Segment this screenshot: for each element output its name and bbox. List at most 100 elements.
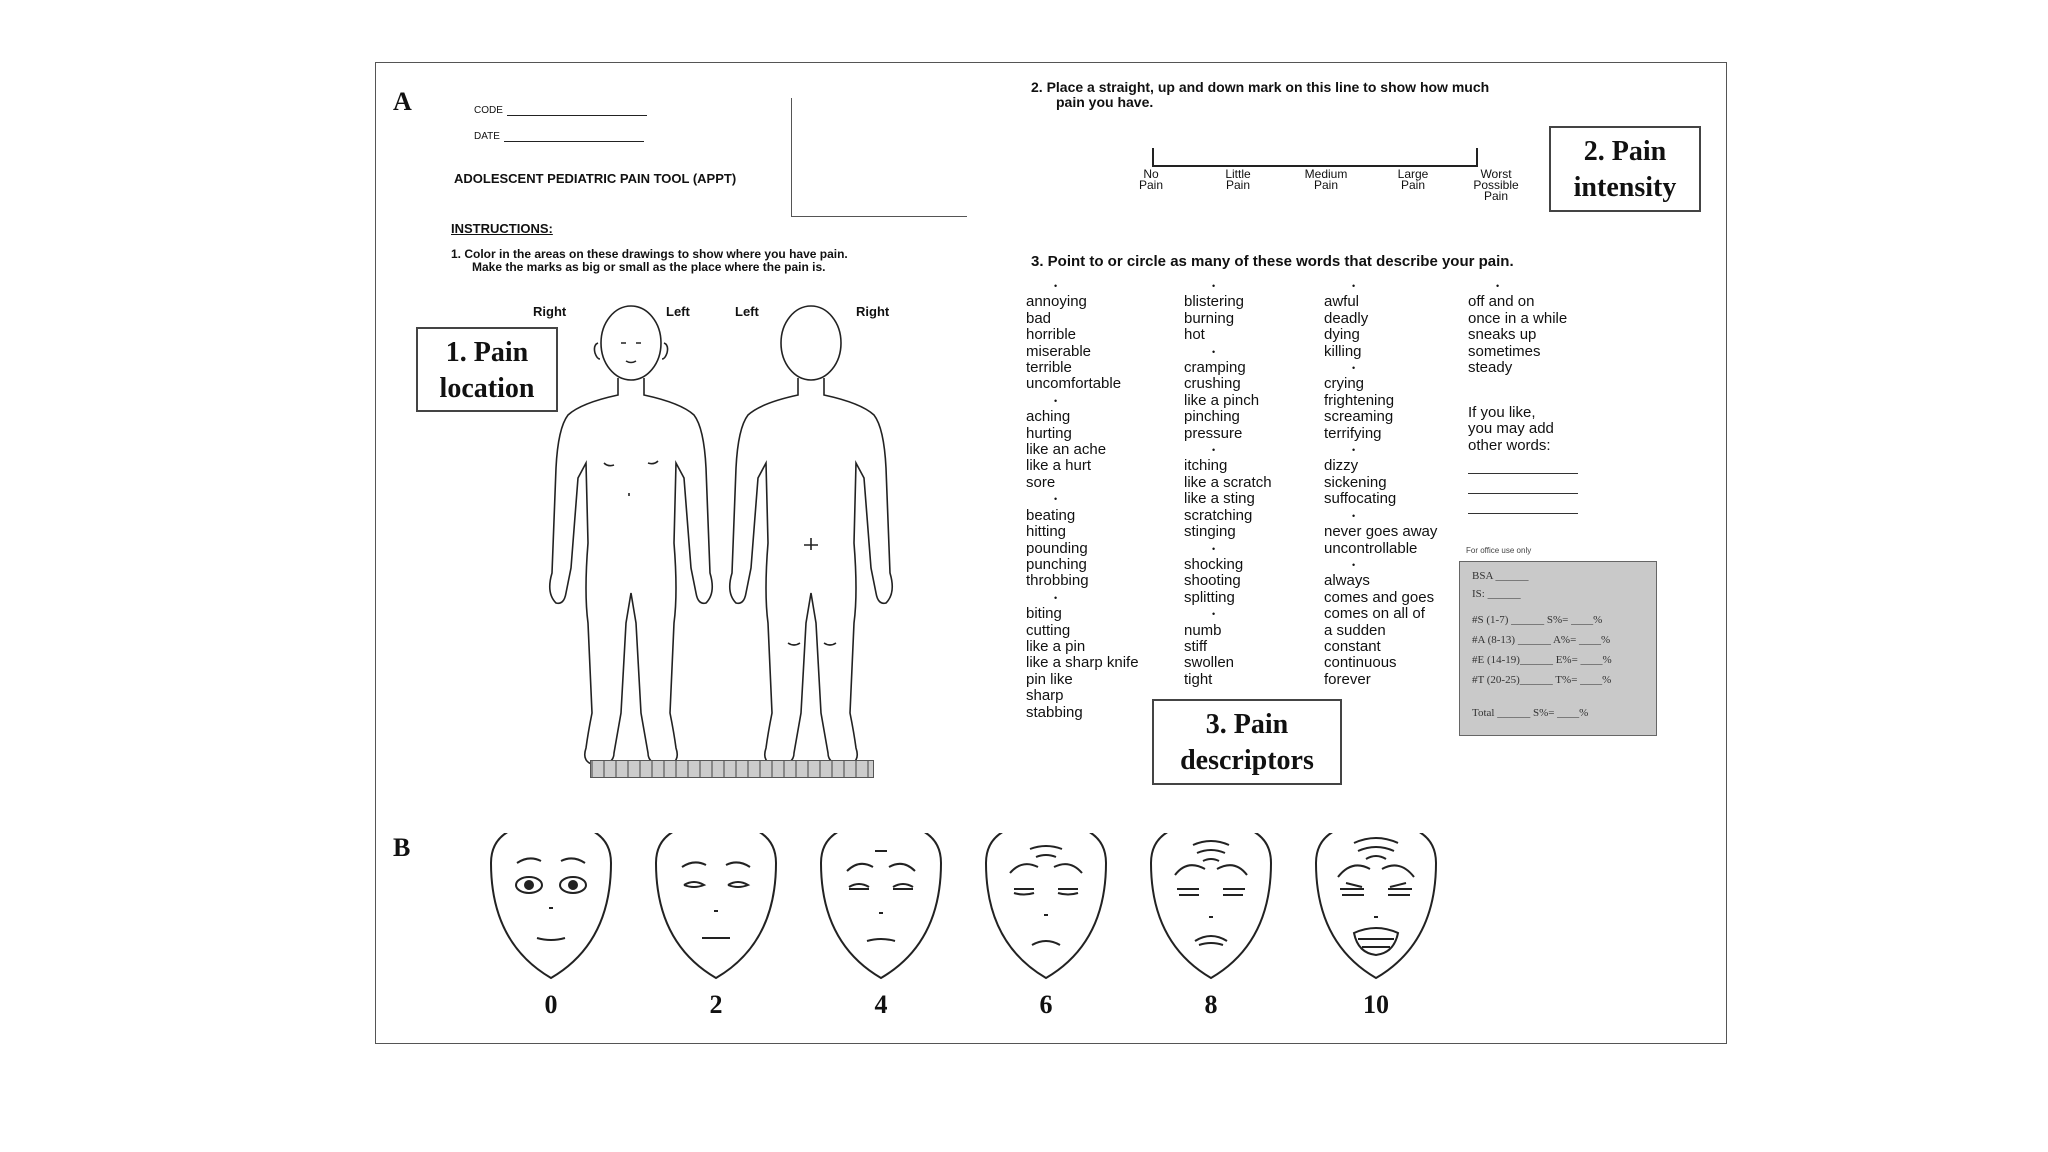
descriptor-word[interactable]: sharp bbox=[1026, 687, 1064, 705]
descriptor-word[interactable]: numb bbox=[1184, 621, 1222, 639]
descriptor-word[interactable]: continuous bbox=[1324, 654, 1397, 672]
add-word-line-3[interactable] bbox=[1468, 513, 1578, 514]
descriptor-word[interactable]: frightening bbox=[1324, 391, 1395, 409]
descriptor-word[interactable]: aching bbox=[1026, 408, 1071, 426]
pain-intensity-line2: intensity bbox=[1573, 172, 1677, 203]
descriptor-word[interactable]: sickening bbox=[1324, 473, 1387, 491]
descriptor-word[interactable]: hitting bbox=[1026, 523, 1067, 541]
face-score-2: 2 bbox=[709, 990, 723, 1019]
figure-frame: A CODE DATE ADOLESCENT PEDIATRIC PAIN TO… bbox=[375, 62, 1727, 1044]
descriptor-word[interactable]: shocking bbox=[1184, 555, 1244, 573]
add-word-line-1[interactable] bbox=[1468, 473, 1578, 474]
descriptor-word[interactable]: always bbox=[1324, 572, 1370, 590]
descriptor-word[interactable]: awful bbox=[1324, 293, 1360, 311]
group-marker: • bbox=[1352, 363, 1356, 374]
date-label: DATE bbox=[474, 131, 500, 142]
descriptor-word[interactable]: cutting bbox=[1026, 621, 1071, 639]
descriptor-word[interactable]: throbbing bbox=[1026, 572, 1089, 590]
descriptor-word[interactable]: shooting bbox=[1184, 572, 1241, 590]
descriptor-word[interactable]: comes on all of bbox=[1324, 605, 1425, 623]
descriptor-word[interactable]: like a pin bbox=[1026, 637, 1086, 655]
descriptor-word[interactable]: burning bbox=[1184, 309, 1235, 327]
descriptor-word[interactable]: scratching bbox=[1184, 506, 1253, 524]
date-field[interactable]: DATE bbox=[474, 131, 644, 142]
descriptor-word[interactable]: hot bbox=[1184, 326, 1205, 344]
group-marker: • bbox=[1352, 281, 1356, 291]
descriptor-word[interactable]: suffocating bbox=[1324, 490, 1397, 508]
descriptor-word[interactable]: miserable bbox=[1026, 342, 1092, 360]
descriptor-word[interactable]: like a sting bbox=[1184, 490, 1255, 508]
face-0 bbox=[489, 833, 613, 980]
descriptor-word[interactable]: once in a while bbox=[1468, 309, 1568, 327]
descriptor-word[interactable]: dying bbox=[1324, 326, 1360, 344]
descriptor-word[interactable]: sometimes bbox=[1468, 342, 1541, 360]
descriptor-word[interactable]: pounding bbox=[1026, 539, 1088, 557]
descriptor-word[interactable]: hurting bbox=[1026, 424, 1072, 442]
descriptor-word[interactable]: splitting bbox=[1184, 588, 1235, 606]
intensity-scale-line[interactable] bbox=[1151, 146, 1481, 176]
face-6 bbox=[984, 833, 1108, 980]
descriptor-word[interactable]: stinging bbox=[1184, 523, 1236, 541]
front-left-label: Left bbox=[666, 304, 690, 319]
descriptor-word[interactable]: bad bbox=[1026, 309, 1052, 327]
descriptor-word[interactable]: killing bbox=[1324, 342, 1362, 360]
descriptor-word[interactable]: annoying bbox=[1026, 293, 1087, 311]
group-marker: • bbox=[1212, 543, 1216, 554]
descriptor-word[interactable]: like a pinch bbox=[1184, 391, 1260, 409]
descriptor-word[interactable]: uncontrollable bbox=[1324, 539, 1418, 557]
group-marker: • bbox=[1054, 494, 1058, 505]
descriptor-word[interactable]: forever bbox=[1324, 670, 1371, 688]
descriptor-word[interactable]: tight bbox=[1184, 670, 1213, 688]
code-field[interactable]: CODE bbox=[474, 105, 647, 116]
descriptor-word[interactable]: blistering bbox=[1184, 293, 1245, 311]
descriptor-word[interactable]: screaming bbox=[1324, 408, 1394, 426]
descriptor-word[interactable]: terrifying bbox=[1324, 424, 1382, 442]
face-score-4: 4 bbox=[874, 990, 888, 1019]
descriptor-word[interactable]: like a scratch bbox=[1184, 473, 1272, 491]
descriptor-word[interactable]: biting bbox=[1026, 605, 1062, 623]
descriptor-word[interactable]: terrible bbox=[1026, 359, 1072, 377]
descriptor-word[interactable]: off and on bbox=[1468, 293, 1535, 311]
descriptor-word[interactable]: punching bbox=[1026, 555, 1087, 573]
descriptor-word[interactable]: like a hurt bbox=[1026, 457, 1092, 475]
descriptor-word[interactable]: sore bbox=[1026, 473, 1056, 491]
descriptor-word[interactable]: horrible bbox=[1026, 326, 1077, 344]
add-word-line-2[interactable] bbox=[1468, 493, 1578, 494]
instructions-heading: INSTRUCTIONS: bbox=[451, 221, 553, 236]
descriptor-word[interactable]: stabbing bbox=[1026, 703, 1083, 721]
descriptor-word[interactable]: like an ache bbox=[1026, 441, 1107, 459]
descriptor-word[interactable]: crying bbox=[1324, 375, 1365, 393]
descriptor-word[interactable]: comes and goes bbox=[1324, 588, 1435, 606]
descriptor-word[interactable]: deadly bbox=[1324, 309, 1369, 327]
descriptor-word[interactable]: beating bbox=[1026, 506, 1076, 524]
date-line bbox=[503, 141, 644, 142]
descriptor-word[interactable]: pinching bbox=[1184, 408, 1240, 426]
descriptor-word[interactable]: pin like bbox=[1026, 670, 1073, 688]
descriptor-word[interactable]: like a sharp knife bbox=[1026, 654, 1139, 672]
descriptor-word[interactable]: swollen bbox=[1184, 654, 1235, 672]
descriptor-word[interactable]: dizzy bbox=[1324, 457, 1359, 475]
descriptor-word[interactable]: cramping bbox=[1184, 359, 1246, 377]
descriptor-word[interactable]: a sudden bbox=[1324, 621, 1386, 639]
descriptor-word[interactable]: crushing bbox=[1184, 375, 1241, 393]
descriptor-word[interactable]: stiff bbox=[1184, 637, 1208, 655]
descriptor-word[interactable]: sneaks up bbox=[1468, 326, 1537, 344]
face-score-0: 0 bbox=[544, 990, 558, 1019]
panel-a-label: A bbox=[393, 87, 412, 116]
pain-location-box: 1. Pain location bbox=[416, 327, 558, 412]
group-marker: • bbox=[1212, 445, 1216, 456]
back-left-label: Left bbox=[735, 304, 759, 319]
faces-scale[interactable] bbox=[476, 833, 1476, 1003]
descriptor-word[interactable]: steady bbox=[1468, 359, 1513, 377]
body-outline-drawing[interactable] bbox=[526, 293, 906, 813]
office-use-box: BSA ______ IS: ______ #S (1-7) ______ S%… bbox=[1459, 561, 1657, 736]
descriptor-word[interactable]: pressure bbox=[1184, 424, 1243, 442]
descriptor-word[interactable]: uncomfortable bbox=[1026, 375, 1122, 393]
descriptor-word[interactable]: itching bbox=[1184, 457, 1228, 475]
descriptor-word[interactable]: constant bbox=[1324, 637, 1381, 655]
descriptor-word[interactable]: never goes away bbox=[1324, 523, 1438, 541]
